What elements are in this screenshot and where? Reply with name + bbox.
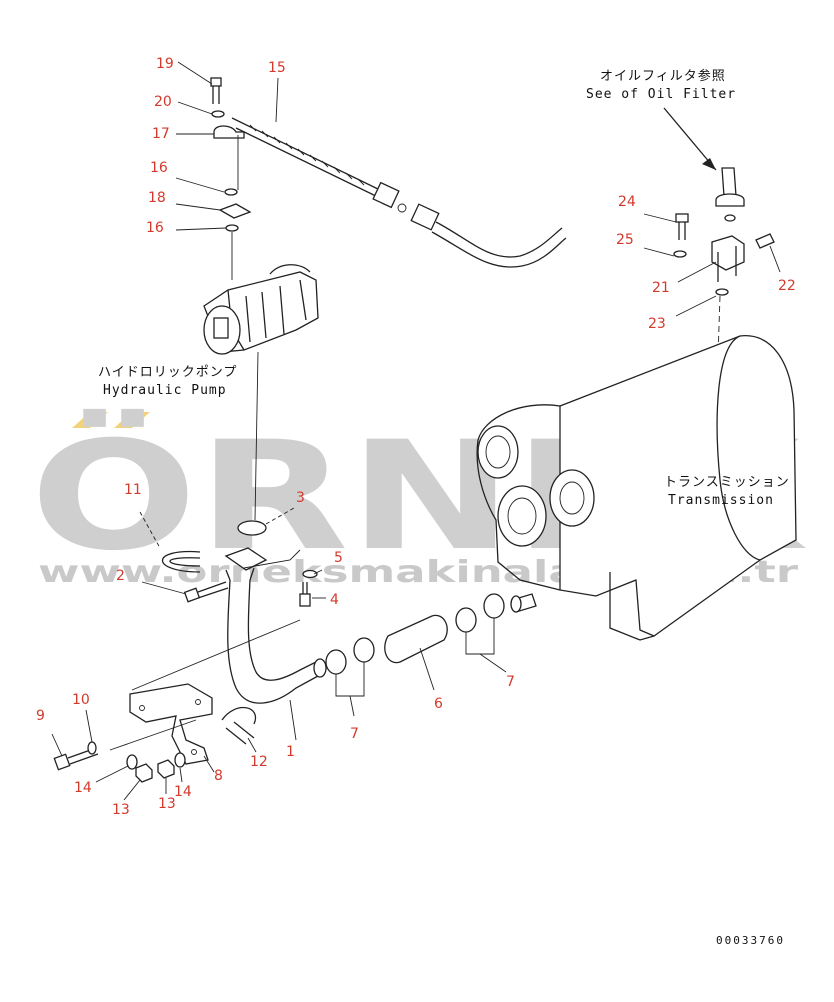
washer-10 [87,741,97,755]
callout-7-right: 7 [506,674,515,690]
watermark-accent-right [114,412,150,428]
oil-filter-pointer [663,107,745,222]
oil-filter-caption-en: See of Oil Filter [586,87,736,102]
callout-21: 21 [652,280,670,296]
callout-15: 15 [268,60,286,76]
watermark-accent-left [72,412,108,428]
callouts: 19 15 20 17 16 18 16 24 25 21 22 23 11 3… [36,56,796,818]
callout-11: 11 [124,482,142,498]
washer-14-left [126,754,138,770]
callout-19: 19 [156,56,174,72]
callout-16-lower: 16 [146,220,164,236]
callout-23: 23 [648,316,666,332]
bolt-2 [183,581,229,603]
callout-5: 5 [334,550,343,566]
u-bolt-11 [139,511,201,573]
hose-clamps-7-right [455,593,507,673]
callout-9: 9 [36,708,45,724]
bolt-9 [53,747,99,771]
callout-14-left: 14 [74,780,92,796]
nut-13-right [157,759,175,779]
bracket-8 [129,683,213,765]
callout-22: 22 [778,278,796,294]
callout-16-upper: 16 [150,160,168,176]
callout-8: 8 [214,768,223,784]
callout-3: 3 [296,490,305,506]
hose-clamps-7-left [325,637,375,717]
callout-6: 6 [434,696,443,712]
bolt-4-washer-5 [299,569,318,607]
callout-20: 20 [154,94,172,110]
suction-tube-15 [231,117,567,268]
oil-filter-caption-jp: オイルフィルタ参照 [600,68,726,84]
callout-12: 12 [250,754,268,770]
callout-24: 24 [618,194,636,210]
rubber-hose-6 [384,614,448,691]
callout-13-left: 13 [112,802,130,818]
transmission [476,335,797,641]
callout-7-left: 7 [350,726,359,742]
callout-13-right: 13 [158,796,176,812]
pipe-1 [224,547,327,704]
transmission-caption-en: Transmission [668,493,774,508]
washer-14-right [174,752,186,768]
callout-18: 18 [148,190,166,206]
transmission-caption-jp: トランスミッション [664,475,790,490]
hydraulic-pump [203,264,319,521]
pump-caption-jp: ハイドロリックポンプ [98,365,237,380]
callout-17: 17 [152,126,170,142]
callout-10: 10 [72,692,90,708]
callout-25: 25 [616,232,634,248]
o-ring-3 [237,520,267,536]
document-number: 00033760 [716,934,785,947]
nut-13-left [135,763,153,783]
callout-4: 4 [330,592,339,608]
leader-lines [51,61,781,801]
callout-14-right: 14 [174,784,192,800]
callout-1: 1 [286,744,295,760]
upper-fittings [210,77,252,280]
pump-caption-en: Hydraulic Pump [103,383,227,398]
u-bolt-12 [221,706,257,745]
callout-2: 2 [116,568,125,584]
